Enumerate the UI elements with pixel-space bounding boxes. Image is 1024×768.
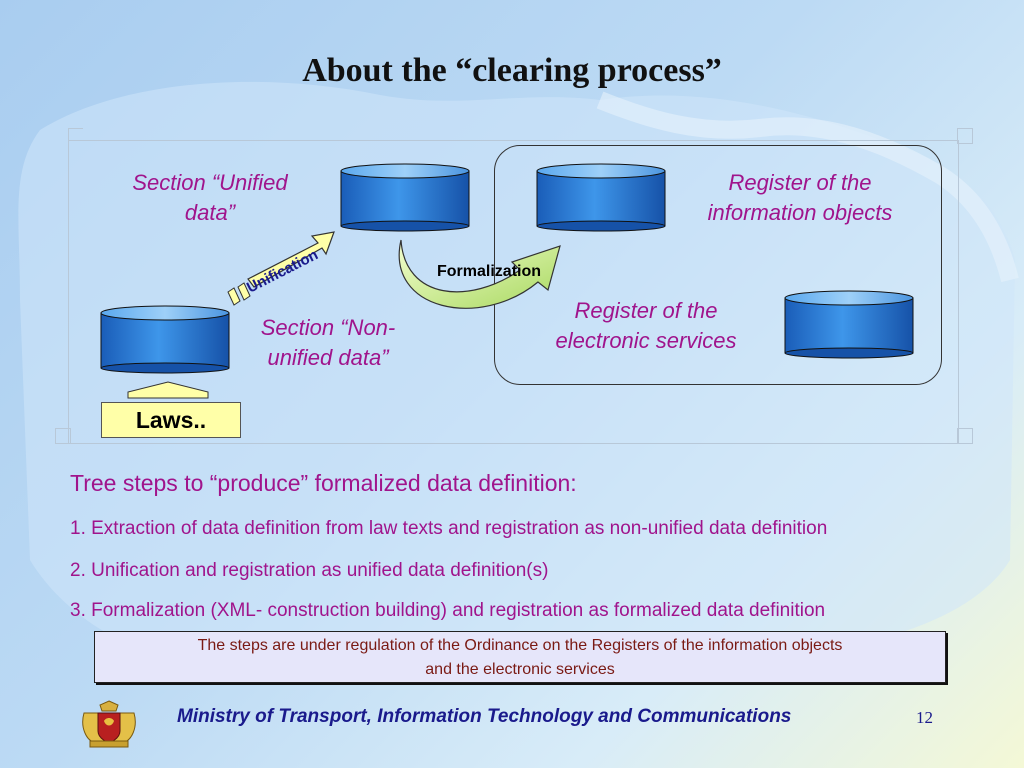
label-line: data” — [184, 200, 236, 225]
frame-corner — [68, 128, 83, 143]
page-number: 12 — [916, 708, 933, 727]
section-unified-label: Section “Unified data” — [112, 168, 308, 228]
laws-box: Laws.. — [101, 402, 241, 438]
registers-group-box — [494, 145, 942, 385]
frame-corner — [55, 428, 71, 444]
frame-corner — [957, 428, 973, 444]
coat-of-arms-icon — [82, 700, 136, 748]
note-line: The steps are under regulation of the Or… — [197, 637, 843, 654]
step-item: 3. Formalization (XML- construction buil… — [70, 600, 826, 621]
diagram-frame — [68, 140, 959, 444]
regulation-note: The steps are under regulation of the Or… — [94, 631, 946, 683]
label-line: Register of the — [728, 170, 872, 195]
label-line: information objects — [707, 200, 893, 225]
database-icon-unified — [340, 163, 470, 232]
register-services-label: Register of the electronic services — [536, 296, 756, 356]
section-non-unified-label: Section “Non- unified data” — [240, 313, 416, 373]
step-item: 1. Extraction of data definition from la… — [70, 518, 828, 539]
laws-up-arrow — [127, 381, 209, 399]
database-icon-register-info — [536, 163, 666, 232]
database-icon-register-services — [784, 290, 914, 359]
formalization-label: Formalization — [437, 263, 541, 280]
unification-arrow — [227, 231, 335, 306]
note-line: and the electronic services — [425, 661, 615, 678]
label-line: Register of the — [574, 298, 718, 323]
unification-label: Unification — [244, 246, 321, 296]
register-info-label: Register of the information objects — [686, 168, 914, 228]
page-title: About the “clearing process” — [302, 52, 722, 89]
label-line: unified data” — [267, 345, 389, 370]
label-line: Section “Unified — [132, 170, 288, 195]
frame-corner — [957, 128, 973, 144]
database-icon-non-unified — [100, 305, 230, 374]
formalization-arrow — [398, 239, 561, 309]
steps-heading: Tree steps to “produce” formalized data … — [70, 470, 577, 496]
footer-ministry: Ministry of Transport, Information Techn… — [177, 706, 792, 727]
label-line: Section “Non- — [260, 315, 396, 340]
step-item: 2. Unification and registration as unifi… — [70, 560, 549, 581]
label-line: electronic services — [555, 328, 737, 353]
